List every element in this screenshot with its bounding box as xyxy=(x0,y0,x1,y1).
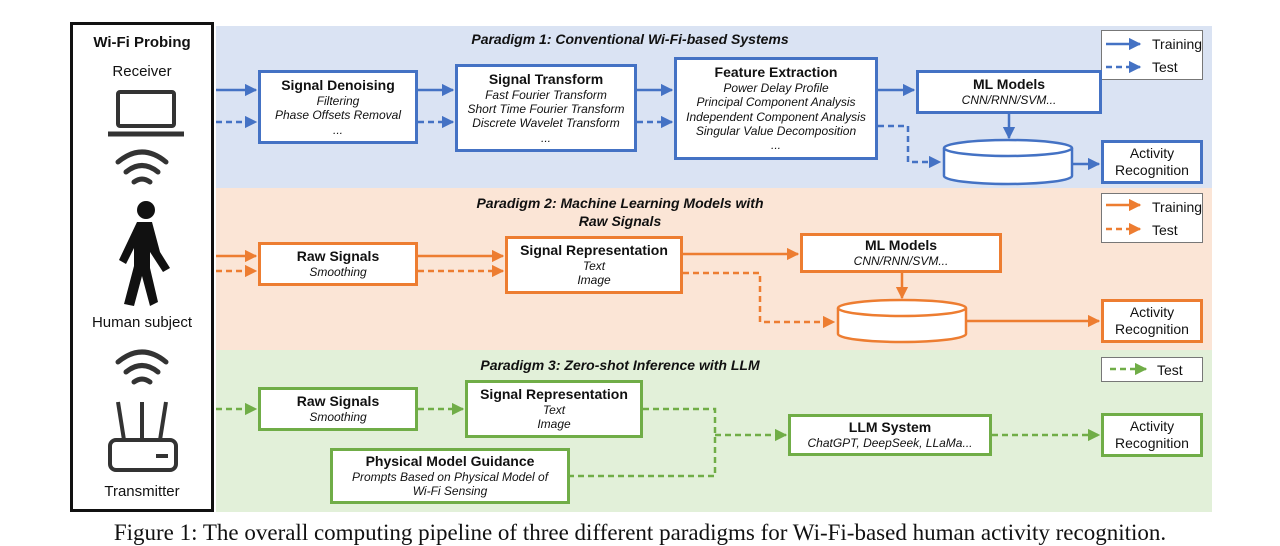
representation-type: Text xyxy=(542,403,566,417)
trained-model-label-p2: Trained Model xyxy=(857,321,947,337)
paradigm2-title-line: Paradigm 2: Machine Learning Models with xyxy=(476,195,764,211)
llm-system-title: LLM System xyxy=(848,419,932,436)
ml-models-sub: CNN/RNN/SVM... xyxy=(853,254,949,269)
activity-label: Activity xyxy=(1129,145,1175,162)
transform-method: Short Time Fourier Transform xyxy=(467,102,625,116)
transmitter-label: Transmitter xyxy=(104,483,180,500)
raw-signals-title: Raw Signals xyxy=(296,393,380,410)
denoise-step: Phase Offsets Removal xyxy=(274,108,402,123)
physical-model-prompt: Wi-Fi Sensing xyxy=(412,484,488,499)
figure-caption: Figure 1: The overall computing pipeline… xyxy=(113,520,1167,545)
paradigm3-title: Paradigm 3: Zero-shot Inference with LLM xyxy=(480,357,760,373)
paradigm2-legend: Training Test xyxy=(1101,193,1203,243)
paradigm3-legend: Test xyxy=(1101,357,1203,382)
signal-representation-title: Signal Representation xyxy=(480,386,628,403)
signal-transform-title: Signal Transform xyxy=(488,70,604,87)
activity-recognition-box-p3: Activity Recognition xyxy=(1101,413,1203,457)
feature-method: Independent Component Analysis xyxy=(686,109,866,124)
legend-test-label: Test xyxy=(1152,222,1178,238)
legend-test-label: Test xyxy=(1152,59,1178,75)
wifi-signal-icon-lower xyxy=(115,349,169,385)
representation-type: Image xyxy=(537,417,571,432)
activity-recognition-box-p1: Activity Recognition xyxy=(1101,140,1203,184)
feature-method: ... xyxy=(770,138,781,153)
wifi-probing-title: Wi-Fi Probing xyxy=(93,34,191,51)
transform-method: Fast Fourier Transform xyxy=(485,87,607,102)
signal-representation-box-p2: Signal Representation Text Image xyxy=(505,236,683,294)
trained-model-label-p1: Trained Model xyxy=(963,161,1053,177)
representation-type: Image xyxy=(577,273,611,288)
feature-method: Principal Component Analysis xyxy=(696,95,856,110)
paradigm2-title-line: Raw Signals xyxy=(578,213,662,230)
ml-models-sub: CNN/RNN/SVM... xyxy=(961,93,1057,108)
raw-signals-title: Raw Signals xyxy=(296,248,380,265)
ml-models-box-p1: ML Models CNN/RNN/SVM... xyxy=(916,70,1102,114)
receiver-label: Receiver xyxy=(112,63,172,80)
feature-extraction-title: Feature Extraction xyxy=(714,64,838,81)
feature-method: Power Delay Profile xyxy=(723,80,829,95)
transform-method: ... xyxy=(540,130,551,145)
raw-signals-sub: Smoothing xyxy=(309,410,367,425)
signal-transform-box: Signal Transform Fast Fourier Transform … xyxy=(455,64,637,152)
paradigm2-title: Paradigm 2: Machine Learning Models with… xyxy=(400,194,840,230)
activity-label: Activity xyxy=(1129,304,1175,321)
llm-system-examples: ChatGPT, DeepSeek, LLaMa... xyxy=(807,436,973,451)
recognition-label: Recognition xyxy=(1115,321,1189,337)
signal-denoising-title: Signal Denoising xyxy=(281,77,395,94)
recognition-label: Recognition xyxy=(1115,162,1189,178)
llm-system-box: LLM System ChatGPT, DeepSeek, LLaMa... xyxy=(788,414,992,456)
signal-denoising-box: Signal Denoising Filtering Phase Offsets… xyxy=(258,70,418,144)
representation-type: Text xyxy=(582,259,606,273)
ml-models-box-p2: ML Models CNN/RNN/SVM... xyxy=(800,233,1002,273)
legend-training-label: Training xyxy=(1152,36,1203,52)
legend-training-label: Training xyxy=(1152,199,1203,215)
router-icon xyxy=(108,401,178,472)
recognition-label: Recognition xyxy=(1115,435,1189,451)
human-subject-label: Human subject xyxy=(91,314,193,331)
denoise-step: Filtering xyxy=(316,93,360,108)
paradigm1-title: Paradigm 1: Conventional Wi-Fi-based Sys… xyxy=(471,31,789,47)
physical-model-prompt: Prompts Based on Physical Model of xyxy=(351,470,549,484)
physical-model-guidance-title: Physical Model Guidance xyxy=(365,453,535,470)
legend-test-label: Test xyxy=(1157,362,1183,378)
feature-extraction-box: Feature Extraction Power Delay Profile P… xyxy=(674,57,878,160)
wifi-signal-icon xyxy=(115,149,169,185)
raw-signals-box-p2: Raw Signals Smoothing xyxy=(258,242,418,286)
denoise-step: ... xyxy=(332,122,343,137)
laptop-icon xyxy=(108,90,184,137)
ml-models-title: ML Models xyxy=(972,76,1046,93)
signal-representation-title: Signal Representation xyxy=(520,242,668,259)
paradigm1-legend: Training Test xyxy=(1101,30,1203,80)
activity-recognition-box-p2: Activity Recognition xyxy=(1101,299,1203,343)
walking-person-icon xyxy=(119,201,170,306)
raw-signals-sub: Smoothing xyxy=(309,265,367,280)
activity-label: Activity xyxy=(1129,418,1175,435)
feature-method: Singular Value Decomposition xyxy=(695,124,857,139)
signal-representation-box-p3: Signal Representation Text Image xyxy=(465,380,643,438)
transform-method: Discrete Wavelet Transform xyxy=(472,116,620,131)
raw-signals-box-p3: Raw Signals Smoothing xyxy=(258,387,418,431)
ml-models-title: ML Models xyxy=(864,237,938,254)
physical-model-guidance-box: Physical Model Guidance Prompts Based on… xyxy=(330,448,570,504)
